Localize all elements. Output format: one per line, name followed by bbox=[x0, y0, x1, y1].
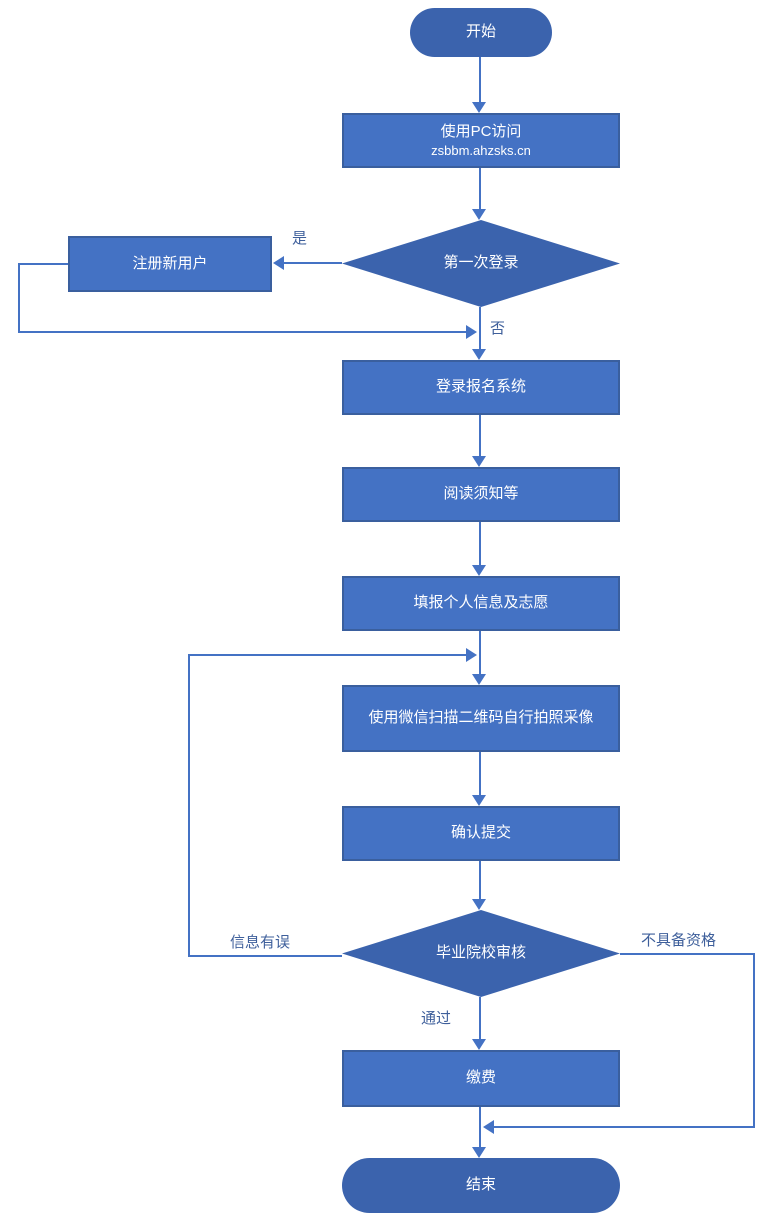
edge-register-loop-h1 bbox=[18, 263, 68, 265]
arrowhead-left-icon bbox=[273, 256, 284, 270]
edge-review-loop-h1 bbox=[188, 955, 342, 957]
end-node: 结束 bbox=[342, 1158, 620, 1213]
decision-first-login: 第一次登录 bbox=[342, 220, 620, 307]
edge-register-loop-h2 bbox=[18, 331, 466, 333]
edge-label-not-qualified: 不具备资格 bbox=[641, 932, 717, 949]
arrowhead-down-icon bbox=[472, 102, 486, 113]
process-wechat-photo: 使用微信扫描二维码自行拍照采像 bbox=[342, 685, 620, 752]
edge-decision1-register bbox=[284, 262, 342, 264]
arrowhead-right-icon bbox=[466, 325, 477, 339]
edge-register-loop-v bbox=[18, 263, 20, 333]
arrowhead-left-icon bbox=[483, 1120, 494, 1134]
process-login-system: 登录报名系统 bbox=[342, 360, 620, 415]
process-fill-info: 填报个人信息及志愿 bbox=[342, 576, 620, 631]
arrowhead-down-icon bbox=[472, 899, 486, 910]
process-pc-access-line1: 使用PC访问 bbox=[440, 122, 522, 140]
edge-label-no: 否 bbox=[490, 320, 506, 337]
edge-review-loop-h2 bbox=[188, 654, 466, 656]
edge-label-pass: 通过 bbox=[421, 1010, 452, 1027]
arrowhead-down-icon bbox=[472, 1147, 486, 1158]
start-node: 开始 bbox=[410, 8, 552, 57]
process-pc-access-url: zsbbm.ahzsks.cn bbox=[431, 142, 531, 158]
arrowhead-down-icon bbox=[472, 565, 486, 576]
decision-school-review: 毕业院校审核 bbox=[342, 910, 620, 997]
process-confirm-submit: 确认提交 bbox=[342, 806, 620, 861]
process-pc-access: 使用PC访问 zsbbm.ahzsks.cn bbox=[342, 113, 620, 168]
process-read-notice: 阅读须知等 bbox=[342, 467, 620, 522]
edge-wechat-confirm bbox=[479, 752, 481, 796]
arrowhead-down-icon bbox=[472, 349, 486, 360]
arrowhead-down-icon bbox=[472, 674, 486, 685]
edge-start-pc bbox=[479, 57, 481, 103]
edge-confirm-review bbox=[479, 861, 481, 900]
arrowhead-down-icon bbox=[472, 209, 486, 220]
edge-review-end-h2 bbox=[494, 1126, 755, 1128]
edge-decision1-login bbox=[479, 307, 481, 349]
edge-review-loop-v bbox=[188, 654, 190, 957]
edge-review-end-h1 bbox=[620, 953, 755, 955]
edge-label-yes: 是 bbox=[292, 230, 308, 247]
arrowhead-down-icon bbox=[472, 456, 486, 467]
arrowhead-right-icon bbox=[466, 648, 477, 662]
arrowhead-down-icon bbox=[472, 1039, 486, 1050]
edge-review-end-v bbox=[753, 953, 755, 1128]
edge-review-pay bbox=[479, 997, 481, 1040]
process-pay: 缴费 bbox=[342, 1050, 620, 1107]
edge-login-read bbox=[479, 415, 481, 456]
arrowhead-down-icon bbox=[472, 795, 486, 806]
process-register: 注册新用户 bbox=[68, 236, 272, 292]
edge-read-fill bbox=[479, 522, 481, 565]
edge-fill-wechat bbox=[479, 631, 481, 674]
edge-pay-end bbox=[479, 1107, 481, 1147]
edge-label-info-error: 信息有误 bbox=[230, 934, 291, 951]
edge-pc-decision1 bbox=[479, 168, 481, 210]
